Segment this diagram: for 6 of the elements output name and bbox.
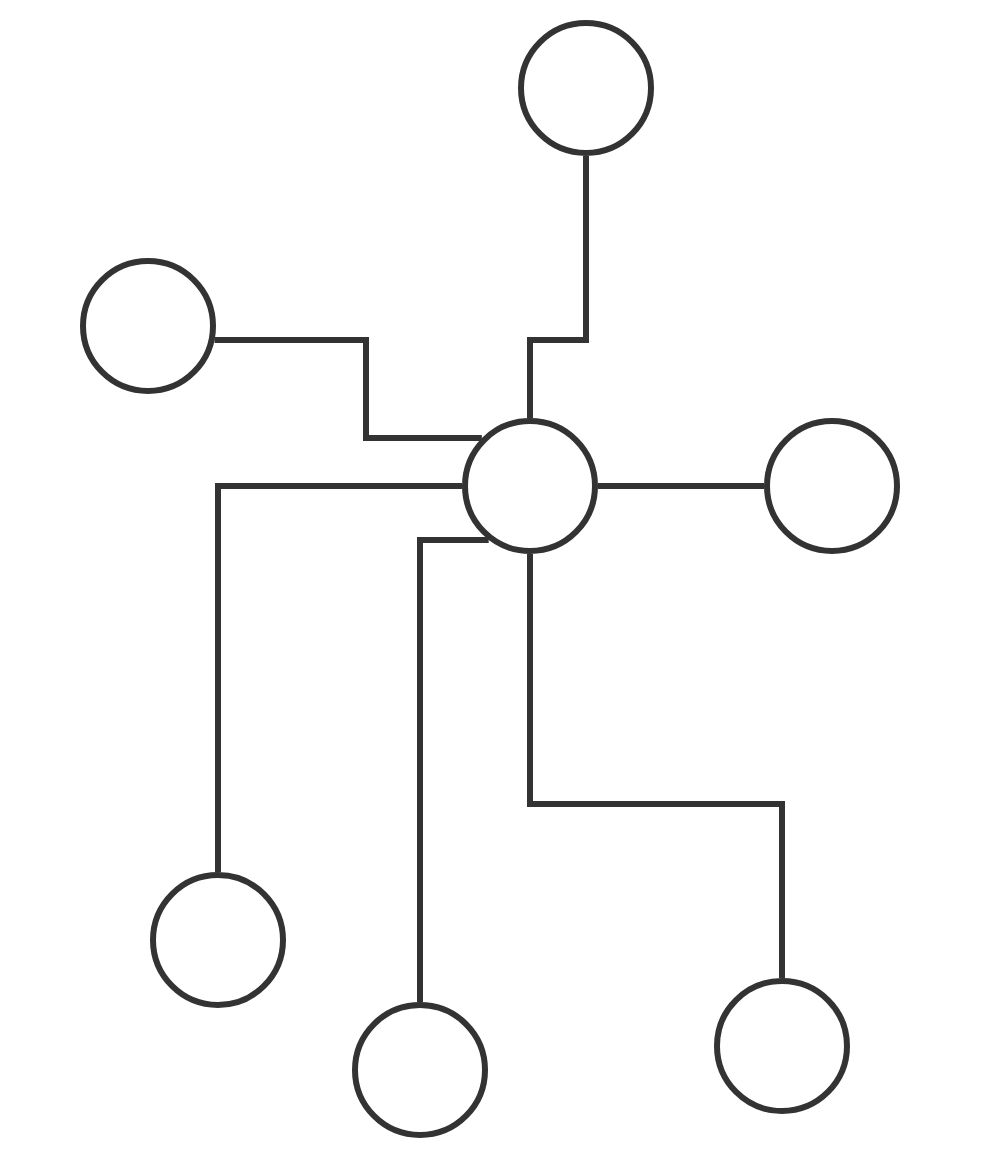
connector-line bbox=[598, 483, 764, 489]
connector-line bbox=[527, 156, 589, 418]
connector-line bbox=[417, 537, 489, 1002]
connector-line bbox=[527, 554, 785, 978]
connector-line bbox=[215, 483, 462, 872]
connector-line bbox=[214, 337, 482, 441]
